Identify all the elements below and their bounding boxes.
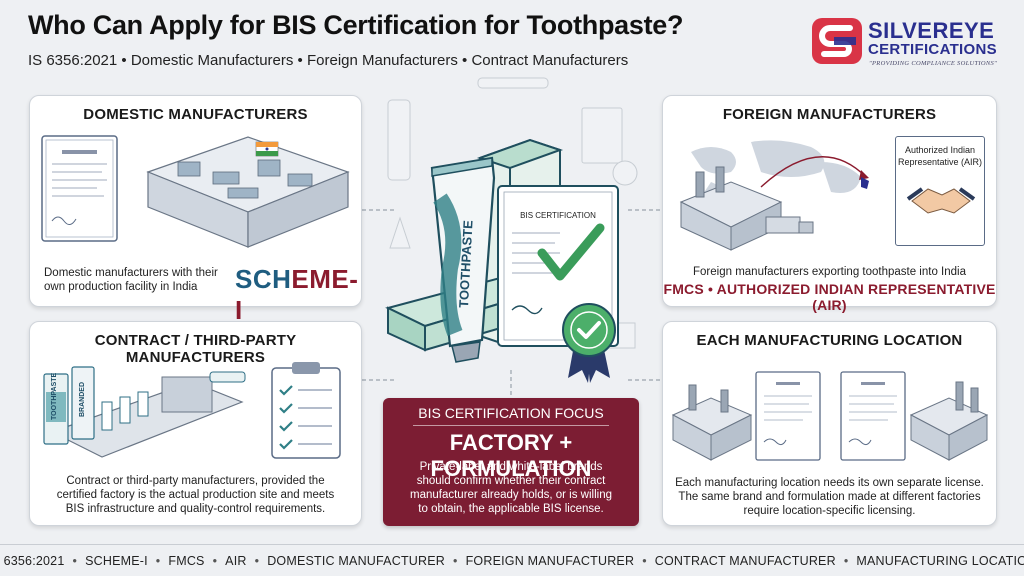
- footer-separator: •: [72, 553, 78, 568]
- logo-subname: CERTIFICATIONS: [868, 41, 997, 58]
- page-subtitle: IS 6356:2021 • Domestic Manufacturers • …: [28, 52, 629, 69]
- footer-item: FOREIGN MANUFACTURER: [465, 553, 635, 568]
- production-line-illustration: TOOTHPASTE BRANDED: [43, 366, 246, 458]
- card-title: FOREIGN MANUFACTURERS: [722, 106, 937, 123]
- footer-item: FMCS: [168, 553, 205, 568]
- foreign-description: Foreign manufacturers exporting toothpas…: [693, 266, 966, 278]
- page-title: Who Can Apply for BIS Certification for …: [28, 10, 684, 40]
- scheme-label: SCHEME-I: [235, 264, 359, 325]
- bis-certification-focus-box: BIS CERTIFICATION FOCUS FACTORY + FORMUL…: [383, 398, 639, 526]
- footer-keyword-bar: IS 6356:2021 • SCHEME-I • FMCS • AIR • DOMES…: [0, 544, 1024, 576]
- location-description: Each manufacturing location needs its ow…: [675, 477, 984, 517]
- footer-separator: •: [843, 553, 849, 568]
- footer-separator: •: [155, 553, 161, 568]
- card-each-manufacturing-location: EACH MANUFACTURING LOCATION: [662, 321, 997, 526]
- svg-text:TOOTHPASTE: TOOTHPASTE: [51, 372, 58, 420]
- silvereye-logo-icon: [812, 18, 862, 64]
- card-title: CONTRACT / THIRD-PARTY MANUFACTURERS: [94, 332, 297, 366]
- svg-text:BRANDED: BRANDED: [79, 382, 86, 417]
- focus-description: Private-label and white-label brands sho…: [410, 461, 612, 515]
- air-certificate: Authorized Indian Representative (AIR): [895, 136, 985, 246]
- card-foreign-manufacturers: FOREIGN MANUFACTURERS Authorized Indian …: [662, 95, 997, 313]
- logo-tagline: "PROVIDING COMPLIANCE SOLUTIONS": [869, 60, 998, 67]
- card-contract-manufacturers: CONTRACT / THIRD-PARTY MANUFACTURERS TOO…: [29, 321, 362, 526]
- checklist-clipboard-icon: [271, 362, 341, 459]
- domestic-description: Domestic manufacturers with their own pr…: [44, 267, 218, 293]
- footer-separator: •: [212, 553, 218, 568]
- focus-main-label: FACTORY + FORMULATION: [430, 430, 592, 481]
- handshake-icon: [906, 187, 976, 214]
- fmcs-air-label: FMCS • AUTHORIZED INDIAN REPRESENTATIVE …: [663, 281, 996, 313]
- focus-divider: [413, 425, 609, 426]
- certificate-icon: [41, 135, 118, 242]
- multiple-factories-certificates-illustration: [671, 371, 989, 461]
- contract-description: Contract or third-party manufacturers, p…: [56, 475, 335, 515]
- tube-label: TOOTHPASTE: [456, 220, 476, 309]
- card-title: DOMESTIC MANUFACTURERS: [83, 106, 308, 123]
- footer-item: AIR: [225, 553, 247, 568]
- card-title: EACH MANUFACTURING LOCATION: [696, 332, 963, 349]
- brand-logo: SILVEREYE CERTIFICATIONS "PROVIDING COMP…: [812, 14, 1012, 70]
- footer-item: IS 6356:2021: [0, 553, 65, 568]
- factory-floor-illustration: [146, 136, 350, 248]
- footer-separator: •: [254, 553, 260, 568]
- footer-item: SCHEME-I: [85, 553, 148, 568]
- card-domestic-manufacturers: DOMESTIC MANUFACTURERS Domestic manufact…: [29, 95, 362, 325]
- footer-item: CONTRACT MANUFACTURER: [654, 553, 836, 568]
- certificate-title: BIS CERTIFICATION: [520, 211, 596, 220]
- logo-name: SILVEREYE: [868, 18, 995, 43]
- center-toothpaste-certificate-illustration: TOOTHPASTE BIS CERTIFICATION: [385, 77, 638, 383]
- footer-item: DOMESTIC MANUFACTURER: [267, 553, 446, 568]
- footer-separator: •: [453, 553, 458, 568]
- world-map-factory-illustration: [679, 140, 869, 251]
- footer-separator: •: [642, 553, 647, 568]
- focus-heading: BIS CERTIFICATION FOCUS: [418, 405, 604, 421]
- footer-item: MANUFACTURING LOCATION: [856, 553, 1024, 568]
